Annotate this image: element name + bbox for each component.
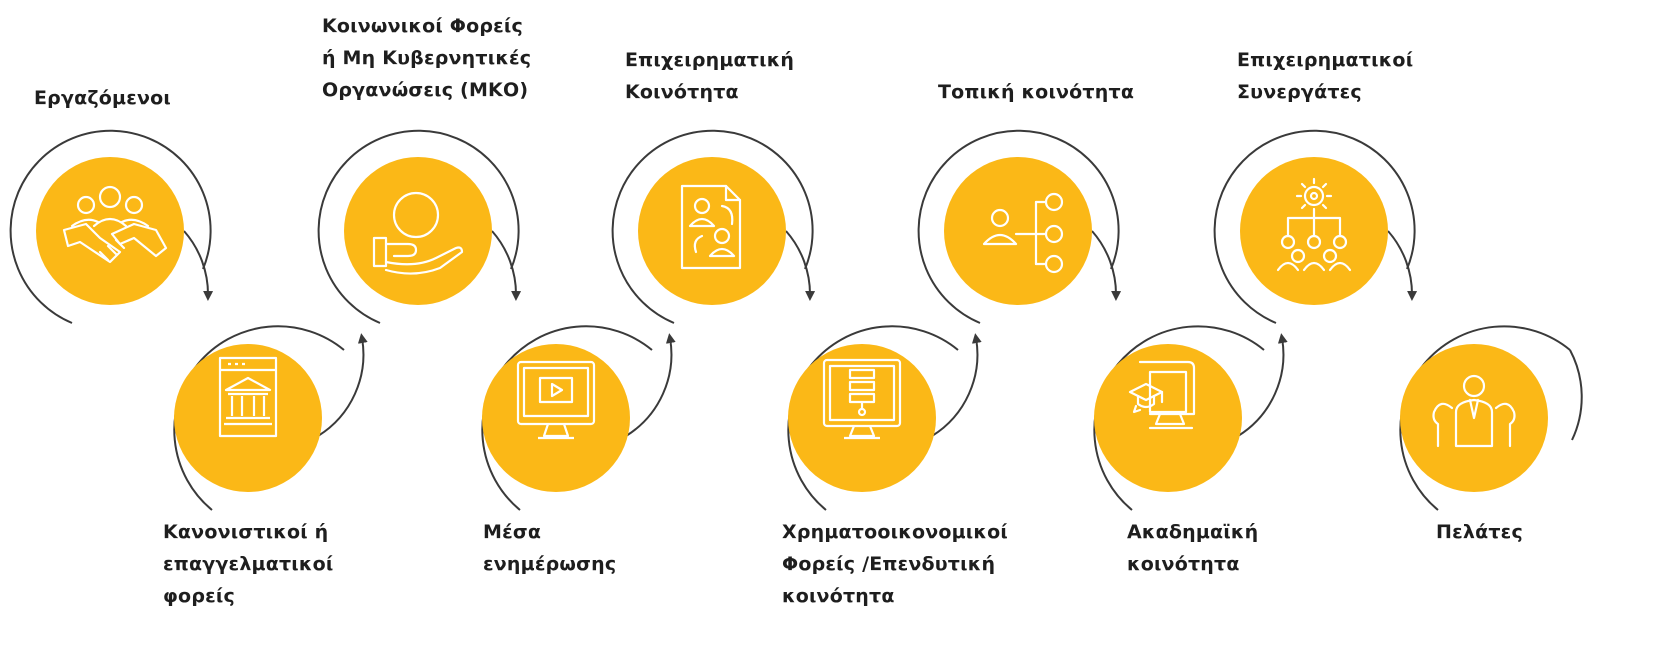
flow-ring	[9, 129, 212, 324]
monitor-chart-icon	[822, 358, 902, 440]
team-gear-icon	[1276, 177, 1352, 272]
flow-arrow	[785, 230, 816, 301]
yellow-circle	[944, 157, 1092, 305]
label-financial: Χρηματοοικονομικοί Φορείς /Επενδυτική κο…	[782, 521, 1008, 607]
node-ngos	[317, 129, 522, 324]
node-media	[481, 325, 676, 511]
node-local-community	[917, 129, 1122, 324]
client-group-icon	[1432, 374, 1516, 448]
label-ngos: Κοινωνικοί Φορείς ή Μη Κυβερνητικές Οργα…	[322, 15, 532, 101]
person-network-icon	[982, 192, 1064, 274]
flow-ring	[317, 129, 520, 324]
flow-ring-tail	[1569, 349, 1583, 441]
flow-arrow	[317, 333, 368, 437]
yellow-circle	[344, 157, 492, 305]
flow-ring	[917, 129, 1120, 324]
yellow-circle	[1094, 344, 1242, 492]
node-employees	[9, 129, 214, 324]
people-exchange-icon	[680, 184, 742, 270]
node-business-partners	[1213, 129, 1418, 324]
label-local-community: Τοπική κοινότητα	[938, 81, 1135, 103]
label-business-partners: Επιχειρηματικοί Συνεργάτες	[1237, 49, 1414, 103]
label-academic: Ακαδημαϊκή κοινότητα	[1127, 521, 1259, 575]
label-employees: Εργαζόμενοι	[34, 87, 172, 109]
yellow-circle	[482, 344, 630, 492]
flow-arrow	[183, 230, 214, 301]
flow-ring	[611, 129, 814, 324]
flow-arrow	[1091, 230, 1122, 301]
monitor-video-icon	[516, 360, 596, 440]
label-media: Μέσα ενημέρωσης	[483, 521, 617, 575]
label-clients: Πελάτες	[1436, 521, 1523, 543]
institution-building-icon	[218, 356, 278, 438]
flow-ring	[1213, 129, 1416, 324]
flow-arrow	[625, 333, 676, 437]
flow-arrow	[1237, 333, 1288, 437]
node-business-community	[611, 129, 816, 324]
flow-arrow	[931, 333, 982, 437]
elearning-computer-icon	[1128, 360, 1196, 430]
node-clients	[1399, 325, 1583, 511]
label-business-community: Επιχειρηματική Κοινότητα	[625, 49, 795, 103]
label-regulators: Κανονιστικοί ή επαγγελματικοί φορείς	[163, 521, 334, 607]
node-financial	[787, 325, 982, 511]
node-regulators	[173, 325, 368, 511]
flow-arrow	[1387, 230, 1418, 301]
node-academic	[1093, 325, 1288, 511]
hand-support-icon	[372, 191, 464, 275]
handshake-team-icon	[62, 185, 168, 264]
yellow-circle	[638, 157, 786, 305]
yellow-circle	[36, 157, 184, 305]
flow-arrow	[491, 230, 522, 301]
